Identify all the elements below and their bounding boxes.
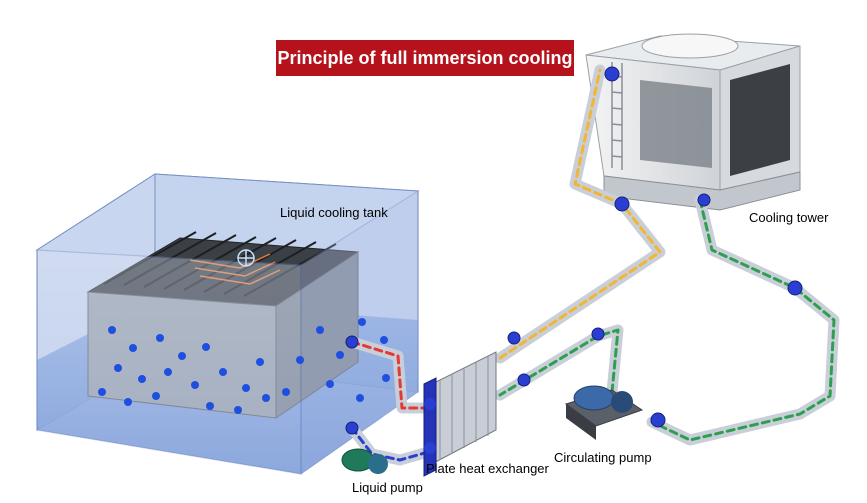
valve-icon <box>787 280 803 296</box>
valve-icon <box>697 193 711 207</box>
label-liquid-cooling-tank: Liquid cooling tank <box>280 205 388 220</box>
tower-louvers-side <box>730 64 790 176</box>
cool-water-pipe-1 <box>646 194 840 446</box>
valve-icon <box>604 66 620 82</box>
diagram-title: Principle of full immersion cooling <box>276 40 574 76</box>
valve-icon <box>345 421 359 435</box>
label-cooling-tower: Cooling tower <box>749 210 829 225</box>
valve-icon <box>424 398 436 410</box>
valve-icon <box>507 331 521 345</box>
pump-icon <box>573 385 615 411</box>
liquid-pump <box>341 448 388 474</box>
valve-icon <box>614 196 630 212</box>
coolant-bubbles <box>98 318 390 414</box>
circulating-pump <box>564 385 644 440</box>
label-circulating-pump: Circulating pump <box>554 450 652 465</box>
valve-icon <box>517 373 531 387</box>
exchanger-plates <box>439 356 489 460</box>
liquid-cooling-tank <box>35 173 420 476</box>
fittings <box>345 66 803 435</box>
exchanger-side <box>427 351 497 467</box>
tower-louvers-front <box>640 80 712 168</box>
valve-icon <box>650 412 666 428</box>
label-plate-heat-exchanger: Plate heat exchanger <box>426 461 549 476</box>
valve-icon <box>345 335 359 349</box>
plate-heat-exchanger <box>423 351 497 477</box>
tower-fan-stack <box>641 33 739 59</box>
pipes <box>346 64 840 466</box>
tank-front-glass <box>36 249 302 475</box>
cooling-tower <box>585 33 801 211</box>
valve-icon <box>424 442 436 454</box>
valve-icon <box>591 327 605 341</box>
tank-right-glass <box>300 189 419 476</box>
label-liquid-pump: Liquid pump <box>352 480 423 495</box>
